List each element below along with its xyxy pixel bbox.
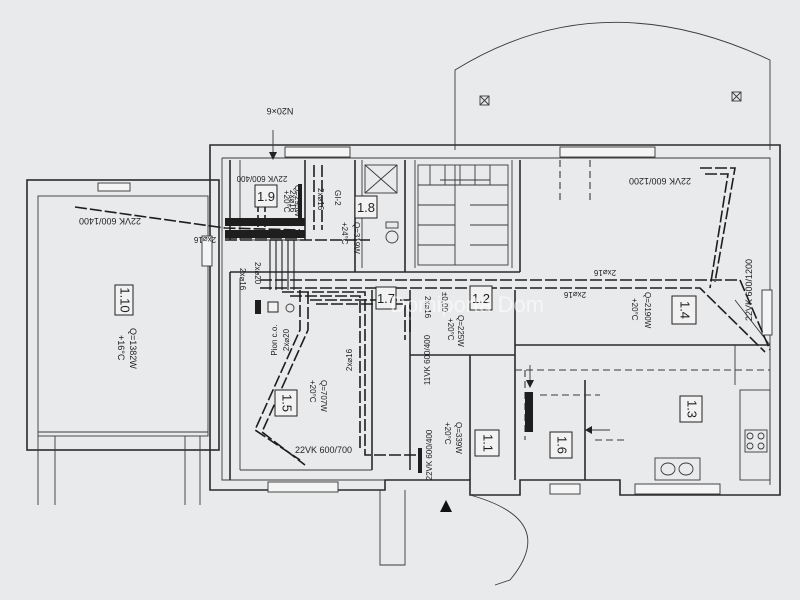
radiator-label-1.2: 11VK 600/400 <box>423 334 432 385</box>
gi-label: GI-2 <box>333 190 342 206</box>
room-1.10: 1.10 +16°C Q=1382W <box>114 284 138 369</box>
room-1.7: 1.7 <box>375 286 397 310</box>
shower-tray <box>364 164 398 194</box>
svg-text:1.1: 1.1 <box>481 434 496 452</box>
svg-text:+20°C: +20°C <box>630 298 639 321</box>
pipe-label-garage: 2x⌀16 <box>193 235 216 244</box>
pipe-label-1.7: 2x⌀16 <box>423 296 432 319</box>
room-1.6: 1.6 <box>549 431 573 459</box>
kitchen-counter <box>654 389 771 481</box>
house-outer-wall <box>209 144 781 496</box>
pipe-label-left: 2x⌀16 <box>238 268 247 291</box>
supply-label: N20×6 <box>267 106 294 116</box>
svg-text:1.4: 1.4 <box>678 301 693 319</box>
room-1.5: 1.5 +20°C Q=707W <box>274 380 328 417</box>
garage-inner-wall <box>37 195 209 437</box>
svg-text:±0,00: ±0,00 <box>440 292 449 313</box>
garage-door-area <box>37 436 201 505</box>
svg-text:Q=1382W: Q=1382W <box>128 328 138 369</box>
pipe-label-1.5: 2x⌀16 <box>345 348 354 371</box>
svg-text:+20°C: +20°C <box>308 380 317 403</box>
terrace-outline <box>454 21 771 150</box>
riser-pipe-label: 2x⌀20 <box>282 328 291 351</box>
riser-label: Pion c.o. <box>270 324 279 355</box>
svg-text:Q=225W: Q=225W <box>456 315 465 347</box>
svg-text:1.7: 1.7 <box>377 291 395 306</box>
radiator-label-1.5: 22VK 600/700 <box>295 445 352 455</box>
svg-text:1.3: 1.3 <box>685 400 700 418</box>
room-1.1: 1.1 +20°C Q=339W <box>443 422 500 457</box>
svg-text:Q=295W: Q=295W <box>293 185 302 217</box>
svg-text:1.6: 1.6 <box>555 436 570 454</box>
pipe-label-hall: 2x⌀16 <box>563 290 586 299</box>
svg-text:1.5: 1.5 <box>280 394 295 412</box>
interior-walls <box>229 160 770 480</box>
entrance-arrow <box>440 500 452 512</box>
svg-text:+24°C: +24°C <box>340 222 349 245</box>
terrace-column-left <box>479 95 490 106</box>
radiator-marks <box>225 184 533 473</box>
radiator-label-garage: 22VK 600/1400 <box>79 216 141 226</box>
room-1.2: 1.2 ±0,00 +20°C Q=225W <box>440 285 493 347</box>
radiator-label-1.4-side: 22VK 600/1200 <box>744 259 754 321</box>
toilet-symbol <box>385 230 399 244</box>
garage-outer-wall <box>26 179 220 451</box>
radiator-label-1.9: 22VK 600/400 <box>236 174 287 183</box>
svg-text:1.9: 1.9 <box>257 189 275 204</box>
radiator-label-1.4-top: 22VK 600/1200 <box>629 176 691 186</box>
room-1.9: 1.9 +20°C Q=295W <box>254 184 302 217</box>
room-1.8: 1.8 +24°C Q=319W <box>340 195 378 254</box>
svg-text:1.8: 1.8 <box>357 200 375 215</box>
pipe-label-left-b: 2x⌀20 <box>253 262 262 285</box>
svg-text:1.2: 1.2 <box>472 291 490 306</box>
terrace-column-right <box>731 91 742 102</box>
pipe-label-corridor: 2x⌀16 <box>593 268 616 277</box>
svg-text:+20°C: +20°C <box>443 422 452 445</box>
svg-text:Q=2190W: Q=2190W <box>643 292 652 329</box>
pipe-label-1.9-a: 2x⌀16 <box>288 190 297 213</box>
svg-text:1.10: 1.10 <box>118 287 133 312</box>
watermark: Domiporta Dom <box>390 292 544 317</box>
pipe-label-1.9-b: 2x⌀16 <box>316 188 325 211</box>
svg-text:+16°C: +16°C <box>116 335 126 361</box>
radiator-label-1.1: 22VK 600/400 <box>425 429 434 480</box>
svg-text:Q=339W: Q=339W <box>454 422 463 454</box>
svg-text:Q=707W: Q=707W <box>319 380 328 412</box>
windows <box>97 146 773 495</box>
svg-text:+20°C: +20°C <box>446 318 455 341</box>
entrance-bay <box>379 490 529 586</box>
svg-text:Q=319W: Q=319W <box>352 222 361 254</box>
staircase <box>417 164 509 266</box>
riser-symbol <box>285 303 295 313</box>
svg-text:+20°C: +20°C <box>282 190 291 213</box>
room-1.4: 1.4 +20°C Q=2190W <box>630 292 697 329</box>
room-1.3: 1.3 <box>679 395 703 423</box>
